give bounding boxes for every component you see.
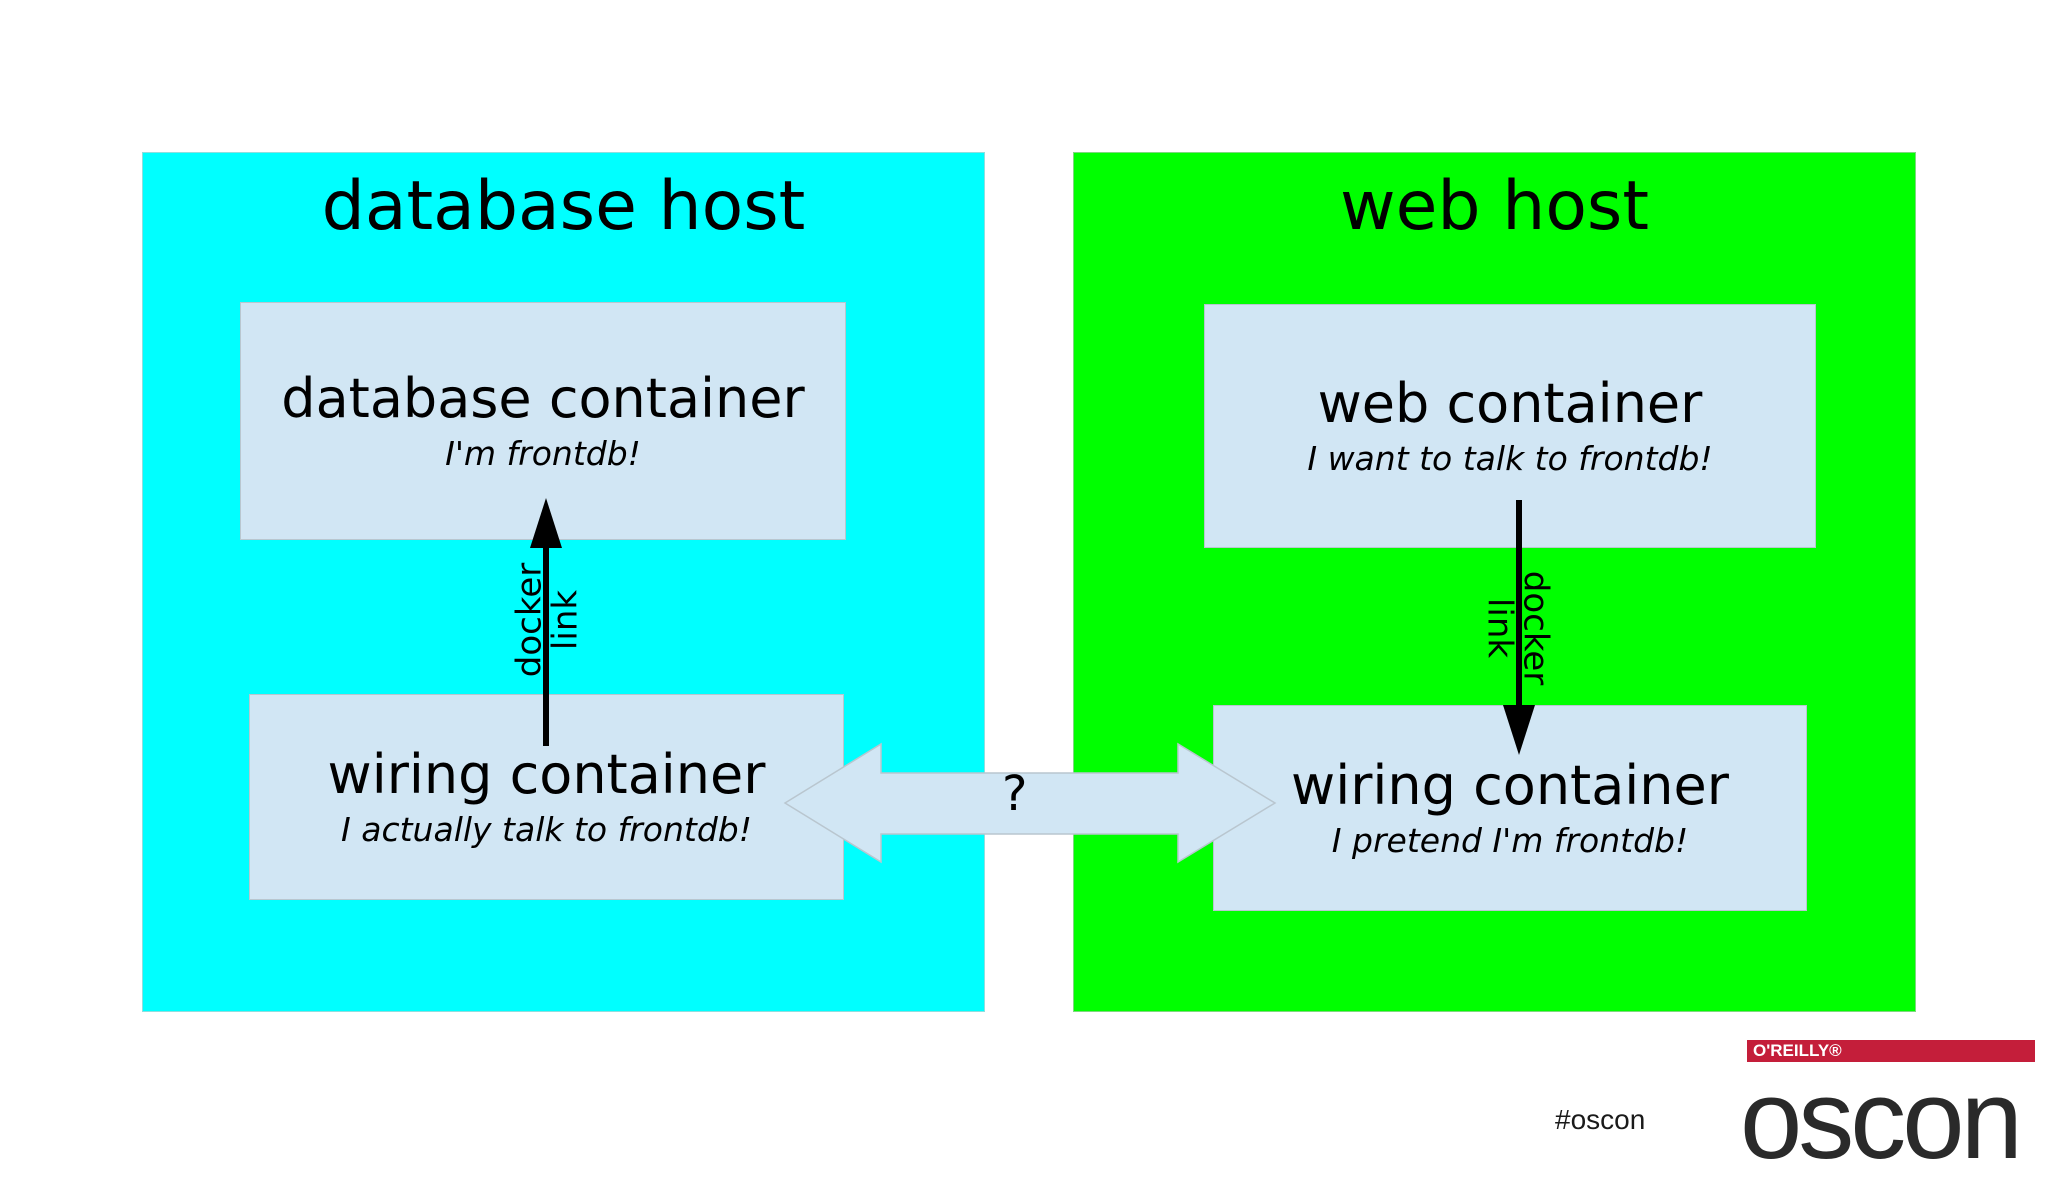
database-host-title: database host [321, 167, 806, 246]
arrows-layer [530, 498, 1535, 864]
database-container-subtitle: I'm frontdb! [445, 434, 641, 474]
database-wiring-container-title: wiring container [327, 742, 766, 806]
web-container-title: web container [1317, 371, 1703, 435]
database-container: database container I'm frontdb! [240, 302, 846, 540]
oscon-logo: oscon [1740, 1057, 2023, 1182]
database-container-title: database container [281, 366, 805, 430]
oreilly-logo-bar: O'REILLY® [1747, 1040, 2035, 1062]
web-docker-link-label-line1: docker [1515, 570, 1556, 686]
database-wiring-container-subtitle: I actually talk to frontdb! [341, 810, 752, 850]
database-docker-link-label-line1: docker [509, 562, 550, 678]
web-docker-link-arrowhead [1503, 705, 1535, 755]
web-docker-link-label-line2: link [1480, 597, 1520, 659]
connection-question-mark: ? [1002, 766, 1028, 822]
bidirectional-arrow [783, 742, 1277, 864]
web-wiring-container-subtitle: I pretend I'm frontdb! [1331, 821, 1689, 861]
oscon-hashtag: #oscon [1555, 1104, 1646, 1135]
database-docker-link-label: docker link [509, 562, 585, 678]
database-docker-link-label-line2: link [545, 589, 585, 651]
web-container: web container I want to talk to frontdb! [1204, 304, 1816, 548]
web-wiring-container: wiring container I pretend I'm frontdb! [1213, 705, 1807, 911]
web-docker-link-label: docker link [1480, 570, 1556, 686]
database-docker-link-arrowhead [530, 498, 562, 548]
web-wiring-container-title: wiring container [1291, 753, 1729, 817]
web-container-subtitle: I want to talk to frontdb! [1307, 439, 1713, 479]
web-host-title: web host [1339, 167, 1650, 246]
